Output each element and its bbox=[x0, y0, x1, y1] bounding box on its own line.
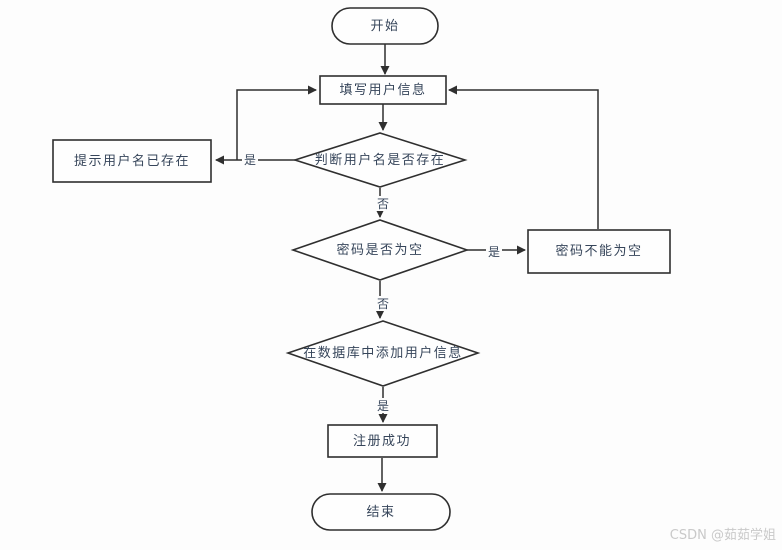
fill-user-info-shape bbox=[319, 75, 447, 105]
check-password-label: 密码是否为空 bbox=[336, 242, 423, 258]
edge-label-password-no: 否 bbox=[377, 297, 389, 311]
add-user-db-label: 在数据库中添加用户信息 bbox=[303, 345, 463, 361]
edge-not-empty-back-to-fill-info bbox=[448, 85, 599, 229]
node-check-password-empty: 密码是否为空 bbox=[290, 219, 470, 281]
prompt-username-exists-label: 提示用户名已存在 bbox=[74, 153, 190, 169]
add-user-db-diamond-shape bbox=[285, 320, 481, 387]
node-register-success: 注册成功 bbox=[327, 424, 438, 458]
end-terminator-shape bbox=[311, 493, 451, 531]
start-label: 开始 bbox=[370, 19, 399, 34]
edge-label-username-no: 否 bbox=[377, 197, 389, 211]
node-start: 开始 bbox=[331, 7, 439, 45]
node-end: 结束 bbox=[311, 493, 451, 531]
label-bg bbox=[375, 296, 391, 311]
check-password-diamond-shape bbox=[290, 219, 470, 281]
label-bg bbox=[375, 398, 391, 413]
csdn-watermark: CSDN @茹茹学姐 bbox=[670, 527, 776, 543]
end-label: 结束 bbox=[366, 505, 395, 520]
edge-label-add-user-yes: 是 bbox=[377, 399, 389, 413]
edge-label-username-yes: 是 bbox=[244, 153, 256, 167]
node-check-username-exists: 判断用户名是否存在 bbox=[292, 132, 468, 188]
edge-label-password-yes: 是 bbox=[488, 245, 500, 259]
label-bg bbox=[486, 244, 502, 259]
prompt-username-exists-shape bbox=[52, 139, 212, 183]
register-success-label: 注册成功 bbox=[353, 434, 411, 449]
check-username-diamond-shape bbox=[292, 132, 468, 188]
node-prompt-username-exists: 提示用户名已存在 bbox=[52, 139, 212, 183]
password-not-empty-label: 密码不能为空 bbox=[555, 243, 642, 259]
edge-labels: 是 否 是 否 是 bbox=[242, 152, 502, 413]
fill-user-info-label: 填写用户信息 bbox=[339, 82, 426, 98]
node-add-user-to-database: 在数据库中添加用户信息 bbox=[285, 320, 481, 387]
password-not-empty-shape bbox=[527, 229, 671, 274]
label-bg bbox=[242, 152, 258, 167]
edge-prompt-back-to-fill-info bbox=[236, 85, 317, 160]
node-password-not-empty: 密码不能为空 bbox=[527, 229, 671, 274]
register-success-shape bbox=[327, 424, 438, 458]
node-fill-user-info: 填写用户信息 bbox=[319, 75, 447, 105]
label-bg bbox=[375, 196, 391, 211]
start-terminator-shape bbox=[331, 7, 439, 45]
check-username-label: 判断用户名是否存在 bbox=[315, 152, 446, 168]
